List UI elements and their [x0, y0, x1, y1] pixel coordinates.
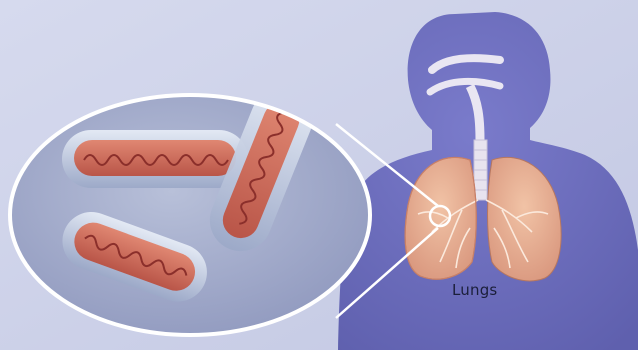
- bacterium-icon: [62, 130, 248, 188]
- lungs-label: Lungs: [452, 281, 497, 299]
